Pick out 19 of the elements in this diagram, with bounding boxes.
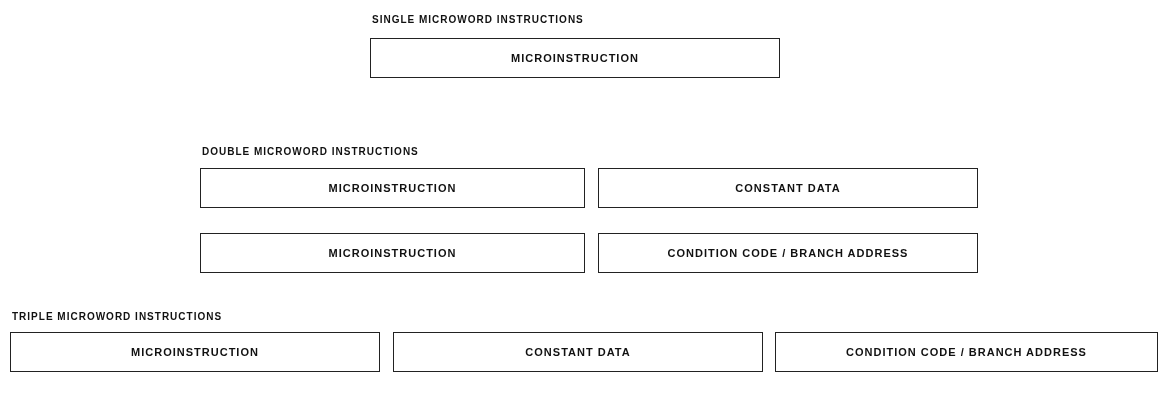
field-label: CONDITION CODE / BRANCH ADDRESS bbox=[667, 247, 909, 259]
field-label: MICROINSTRUCTION bbox=[328, 182, 457, 194]
section-heading: SINGLE MICROWORD INSTRUCTIONS bbox=[372, 14, 584, 25]
field-label: MICROINSTRUCTION bbox=[131, 346, 259, 358]
field-box bbox=[598, 233, 978, 273]
field-box bbox=[10, 332, 380, 372]
field-label: MICROINSTRUCTION bbox=[328, 247, 457, 259]
field-label: MICROINSTRUCTION bbox=[511, 52, 639, 64]
section-heading: DOUBLE MICROWORD INSTRUCTIONS bbox=[202, 146, 419, 157]
field-box bbox=[200, 168, 585, 208]
field-box bbox=[370, 38, 780, 78]
section-heading: TRIPLE MICROWORD INSTRUCTIONS bbox=[12, 311, 223, 322]
field-label: CONSTANT DATA bbox=[525, 346, 631, 358]
field-box bbox=[200, 233, 585, 273]
field-box bbox=[393, 332, 763, 372]
field-label: CONSTANT DATA bbox=[735, 182, 841, 194]
field-label: CONDITION CODE / BRANCH ADDRESS bbox=[846, 346, 1087, 358]
field-box bbox=[775, 332, 1158, 372]
field-box bbox=[598, 168, 978, 208]
